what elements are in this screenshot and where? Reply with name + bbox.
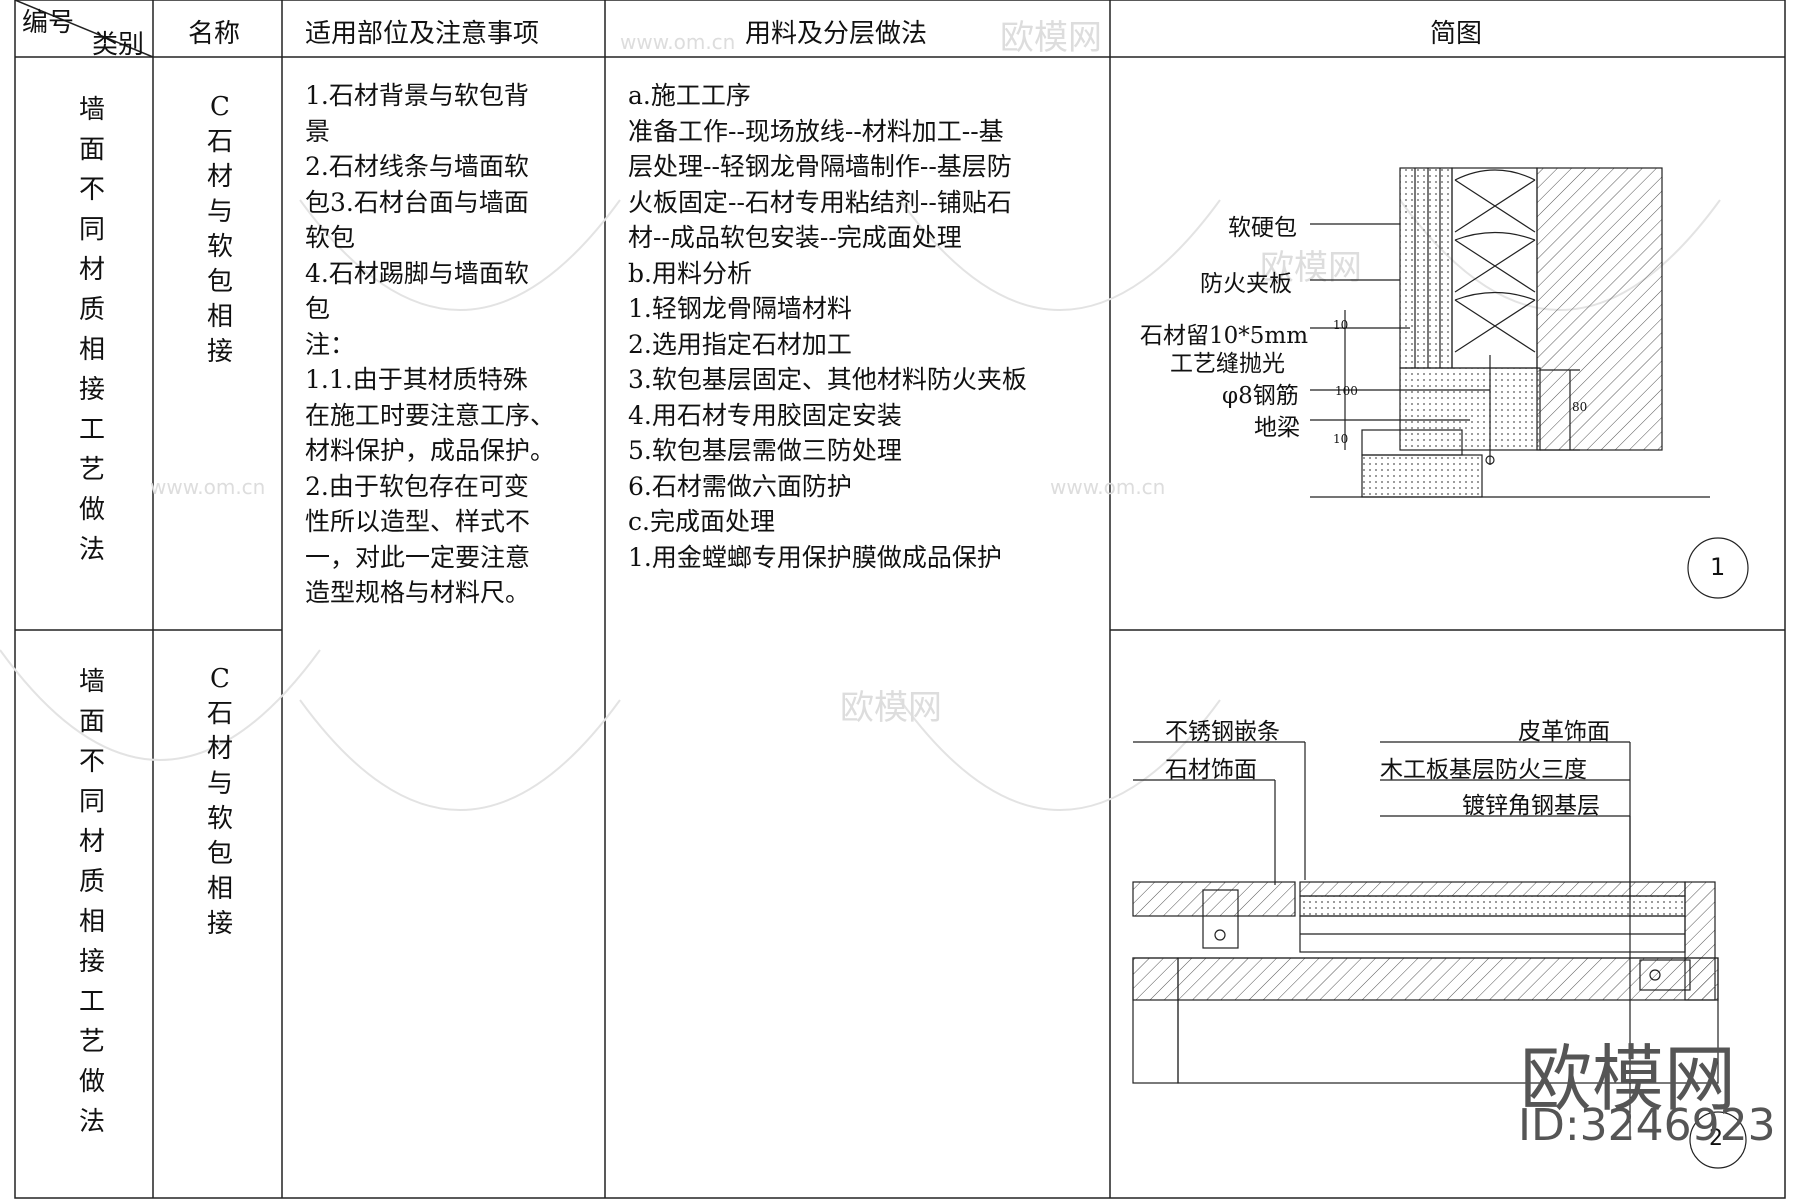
watermark-brand: 欧模网 <box>1000 18 1102 58</box>
dim-100: 100 <box>1335 384 1358 398</box>
label-rebar: φ8钢筋 <box>1222 383 1299 409</box>
label-stainless-strip: 不锈钢嵌条 <box>1165 719 1280 745</box>
label-galvanized-angle: 镀锌角钢基层 <box>1462 793 1600 819</box>
label-fireproof-board: 防火夹板 <box>1200 271 1292 297</box>
dim-10-bottom: 10 <box>1333 432 1349 446</box>
label-ground-beam: 地梁 <box>1254 415 1300 441</box>
label-leather-finish: 皮革饰面 <box>1518 719 1610 745</box>
watermark-logo-text: 欧模网 <box>1520 1037 1737 1121</box>
header-name: 名称 <box>188 19 241 49</box>
header-code: 编号 <box>22 8 75 38</box>
label-gap-polish: 工艺缝抛光 <box>1170 351 1285 377</box>
label-plywood-base: 木工板基层防火三度 <box>1380 757 1587 783</box>
watermark-brand: 欧模网 <box>1260 248 1362 288</box>
watermark-url: www.om.cn <box>620 30 736 54</box>
header-category: 类别 <box>92 30 145 60</box>
label-stone-finish: 石材饰面 <box>1165 757 1257 783</box>
method-notes: a.施工工序准备工作--现场放线--材料加工--基 层处理--轻钢龙骨隔墙制作-… <box>628 81 1027 572</box>
dim-80: 80 <box>1572 400 1588 414</box>
watermark-url: www.om.cn <box>1050 475 1166 499</box>
diagram-1-number: 1 <box>1710 553 1726 581</box>
label-soft-pack: 软硬包 <box>1228 215 1297 241</box>
label-stone-gap: 石材留10*5mm <box>1140 323 1309 349</box>
row1-category: 墙面 不同 材质 相接 工艺 做法 <box>78 95 105 565</box>
watermark-id: ID:3246923 <box>1518 1100 1776 1151</box>
diagram-2-number: 2 <box>1709 1126 1723 1151</box>
header-parts: 适用部位及注意事项 <box>305 19 540 49</box>
header-sketch: 简图 <box>1430 19 1483 49</box>
row2-category: 墙面 不同 材质 相接 工艺 做法 <box>78 667 105 1137</box>
watermark-url: www.om.cn <box>150 475 266 499</box>
dim-10-top: 10 <box>1333 318 1349 332</box>
watermark-brand: 欧模网 <box>840 688 942 728</box>
header-method: 用料及分层做法 <box>745 19 928 49</box>
